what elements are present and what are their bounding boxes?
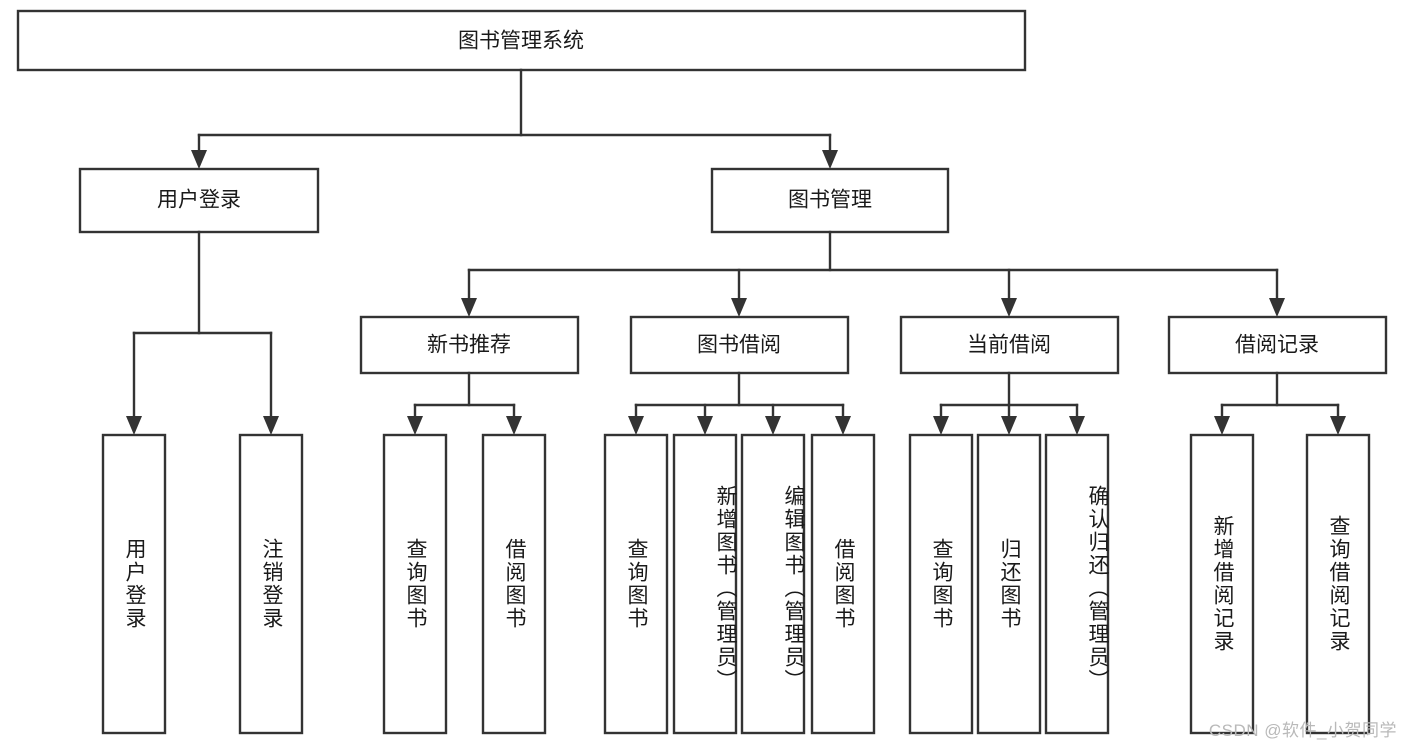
node-root-box[interactable] (16, 9, 1027, 72)
leaf-box-query-book-1[interactable] (382, 433, 448, 735)
arrow-head-leaf-query-book-1 (407, 416, 423, 435)
csdn-watermark: CSDN @软件_小贺同学 (1208, 721, 1397, 740)
node-new-book-rec-box[interactable] (359, 315, 580, 375)
arrow-head-book-borrow (731, 298, 747, 317)
arrow-head-book-manage (822, 150, 838, 169)
arrow-head-user-login (191, 150, 207, 169)
connector-book-manage-to-level3 (461, 230, 1285, 317)
arrow-head-leaf-edit-book-admin (765, 416, 781, 435)
leaf-box-query-book-2[interactable] (603, 433, 669, 735)
leaf-box-return-book[interactable] (976, 433, 1042, 735)
node-user-login-label: 用户登录 (157, 189, 241, 212)
leaf-box-add-book-admin[interactable] (672, 433, 738, 735)
connector-current-borrow-to-leaves (933, 371, 1085, 435)
arrow-head-leaf-query-record (1330, 416, 1346, 435)
connector-root-to-level2 (191, 68, 838, 169)
arrow-head-leaf-user-login (126, 416, 142, 435)
arrow-head-leaf-borrow-book-1 (506, 416, 522, 435)
node-borrow-record-label: 借阅记录 (1235, 334, 1319, 357)
leaf-box-logout-login[interactable] (238, 433, 304, 735)
node-user-login[interactable]: 用户登录 (78, 167, 320, 234)
connector-new-book-rec-to-leaves (407, 371, 522, 435)
node-borrow-record-box[interactable] (1167, 315, 1388, 375)
node-book-manage[interactable]: 图书管理 (710, 167, 950, 234)
node-new-book-rec-label: 新书推荐 (427, 334, 511, 357)
node-current-borrow[interactable]: 当前借阅 (899, 315, 1120, 375)
leaf-box-user-login[interactable] (101, 433, 167, 735)
arrow-head-new-book-rec (461, 298, 477, 317)
node-book-borrow-label: 图书借阅 (697, 334, 781, 357)
leaf-box-query-record[interactable] (1305, 433, 1371, 735)
leaf-box-add-record[interactable] (1189, 433, 1255, 735)
arrow-head-leaf-borrow-book-2 (835, 416, 851, 435)
node-current-borrow-box[interactable] (899, 315, 1120, 375)
arrow-head-leaf-logout-login (263, 416, 279, 435)
arrow-head-leaf-add-record (1214, 416, 1230, 435)
arrow-head-leaf-return-book (1001, 416, 1017, 435)
arrow-head-leaf-query-book-2 (628, 416, 644, 435)
leaf-box-borrow-book-2[interactable] (810, 433, 876, 735)
leaf-box-edit-book-admin[interactable] (740, 433, 806, 735)
arrow-head-borrow-record (1269, 298, 1285, 317)
node-root-label: 图书管理系统 (458, 30, 584, 53)
leaf-box-confirm-return-admin[interactable] (1044, 433, 1110, 735)
node-root[interactable]: 图书管理系统 (16, 9, 1027, 72)
node-current-borrow-label: 当前借阅 (967, 334, 1051, 357)
node-book-manage-box[interactable] (710, 167, 950, 234)
arrow-head-leaf-query-book-3 (933, 416, 949, 435)
leaf-box-borrow-book-1[interactable] (481, 433, 547, 735)
arrow-head-leaf-confirm-return-admin (1069, 416, 1085, 435)
connector-user-login-to-leaves (126, 230, 279, 435)
node-book-manage-label: 图书管理 (788, 189, 872, 212)
node-book-borrow[interactable]: 图书借阅 (629, 315, 850, 375)
node-borrow-record[interactable]: 借阅记录 (1167, 315, 1388, 375)
leaf-box-query-book-3[interactable] (908, 433, 974, 735)
node-book-borrow-box[interactable] (629, 315, 850, 375)
arrow-head-current-borrow (1001, 298, 1017, 317)
arrow-head-leaf-add-book-admin (697, 416, 713, 435)
node-new-book-rec[interactable]: 新书推荐 (359, 315, 580, 375)
connector-book-borrow-to-leaves (628, 371, 851, 435)
connector-borrow-record-to-leaves (1214, 371, 1346, 435)
